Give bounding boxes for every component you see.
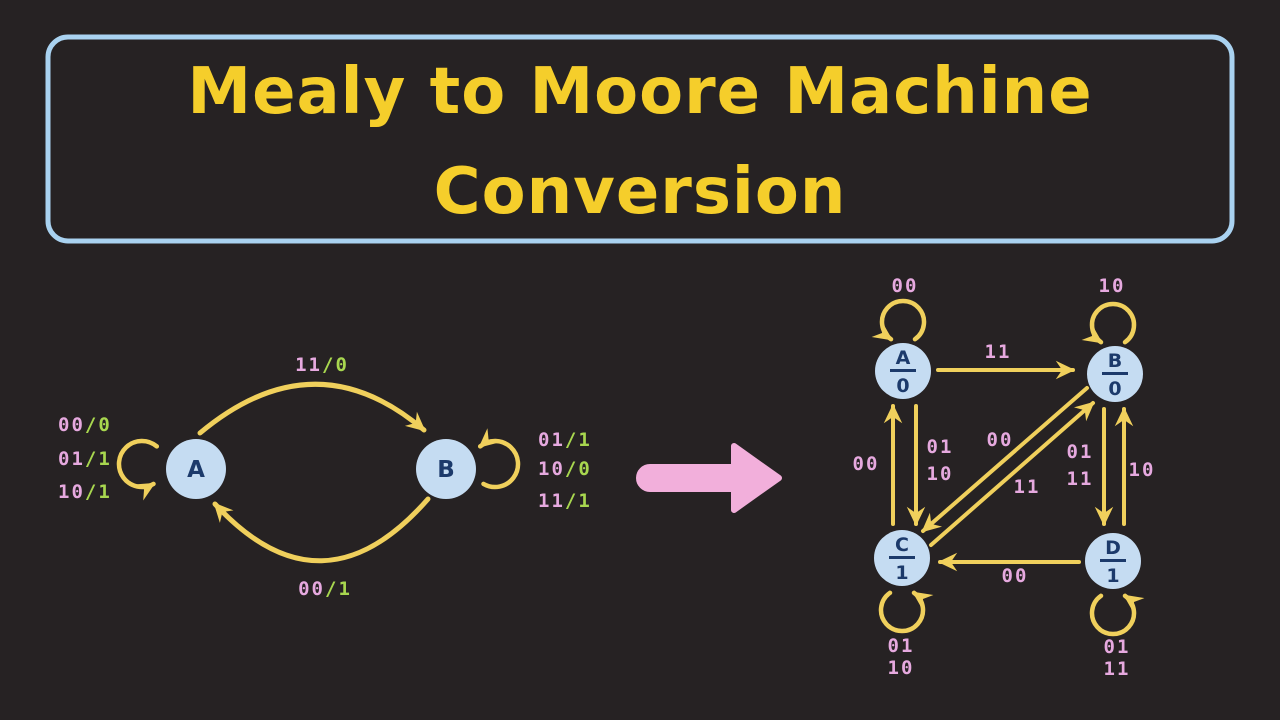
svg-text:C: C [895,534,909,556]
moore-loop-c-label-2: 10 [888,657,915,679]
moore-self-loop-b [1081,301,1137,345]
mealy-state-b-label: B [437,457,455,483]
svg-text:0: 0 [896,375,909,397]
moore-loop-d-label-1: 01 [1104,636,1131,658]
moore-loop-a-label: 00 [892,275,919,297]
svg-text:01/1: 01/1 [538,429,592,451]
moore-edge-c-to-b [929,401,1095,547]
moore-self-loop-d [1089,593,1145,637]
moore-loop-c-label-1: 01 [888,635,915,657]
svg-text:A: A [896,347,911,369]
moore-edge-a-to-b-label: 11 [985,341,1012,363]
moore-edge-d-to-b-label: 10 [1129,459,1156,481]
svg-text:10/0: 10/0 [538,458,592,480]
title-line-1: Mealy to Moore Machine [187,55,1092,129]
moore-loop-d-label-2: 11 [1104,658,1131,680]
mealy-state-b [416,439,476,499]
mealy-state-a [166,439,226,499]
moore-edge-b-to-d-label-2: 11 [1067,468,1094,490]
moore-edge-c-to-a-label: 00 [853,453,880,475]
title-border-box [45,34,1235,244]
conversion-arrow-icon [636,443,782,513]
moore-edge-b-to-c [921,386,1089,533]
title-banner: Mealy to Moore Machine Conversion [45,34,1235,244]
moore-state-d: D 1 [1085,533,1141,589]
moore-state-a: A 0 [875,343,931,399]
svg-text:01/1: 01/1 [58,448,112,470]
svg-text:1: 1 [1106,565,1119,587]
mealy-edge-a-to-b-label: 11/0 [295,354,349,376]
moore-loop-b-label: 10 [1099,275,1126,297]
moore-edge-b-to-c-label: 00 [987,429,1014,451]
moore-edge-d-to-c-label: 00 [1002,565,1029,587]
mealy-edge-a-to-b [197,381,427,436]
svg-text:D: D [1105,537,1121,559]
moore-edge-a-to-c-label-1: 01 [927,436,954,458]
svg-text:10/1: 10/1 [58,481,112,503]
moore-edge-a-to-c-label-2: 10 [927,463,954,485]
mealy-edge-b-to-a-label: 00/1 [298,578,352,600]
svg-text:0: 0 [1108,378,1121,400]
mealy-state-a-label: A [187,457,205,483]
moore-self-loop-c [878,590,934,634]
svg-text:1: 1 [895,562,908,584]
title-line-2: Conversion [434,155,847,229]
moore-state-b: B 0 [1087,346,1143,402]
mealy-loop-a-labels: 00/0 01/1 10/1 [58,414,112,503]
mealy-machine: A B 11/0 00/1 00/0 01/1 10/1 01/1 10/0 1… [58,354,592,600]
mealy-self-loop-a [116,438,160,501]
mealy-loop-b-labels: 01/1 10/0 11/1 [538,429,592,512]
mealy-edge-b-to-a [212,496,431,564]
svg-text:11/1: 11/1 [538,490,592,512]
moore-edge-b-to-d-label-1: 01 [1067,441,1094,463]
mealy-self-loop-b [477,428,521,490]
moore-state-c: C 1 [874,530,930,586]
moore-machine: A 0 B 0 C 1 D 1 00 10 11 00 01 10 00 [853,275,1156,680]
svg-text:00/0: 00/0 [58,414,112,436]
svg-text:B: B [1108,350,1122,372]
moore-self-loop-a [871,298,927,342]
moore-edge-c-to-b-label: 11 [1014,476,1041,498]
